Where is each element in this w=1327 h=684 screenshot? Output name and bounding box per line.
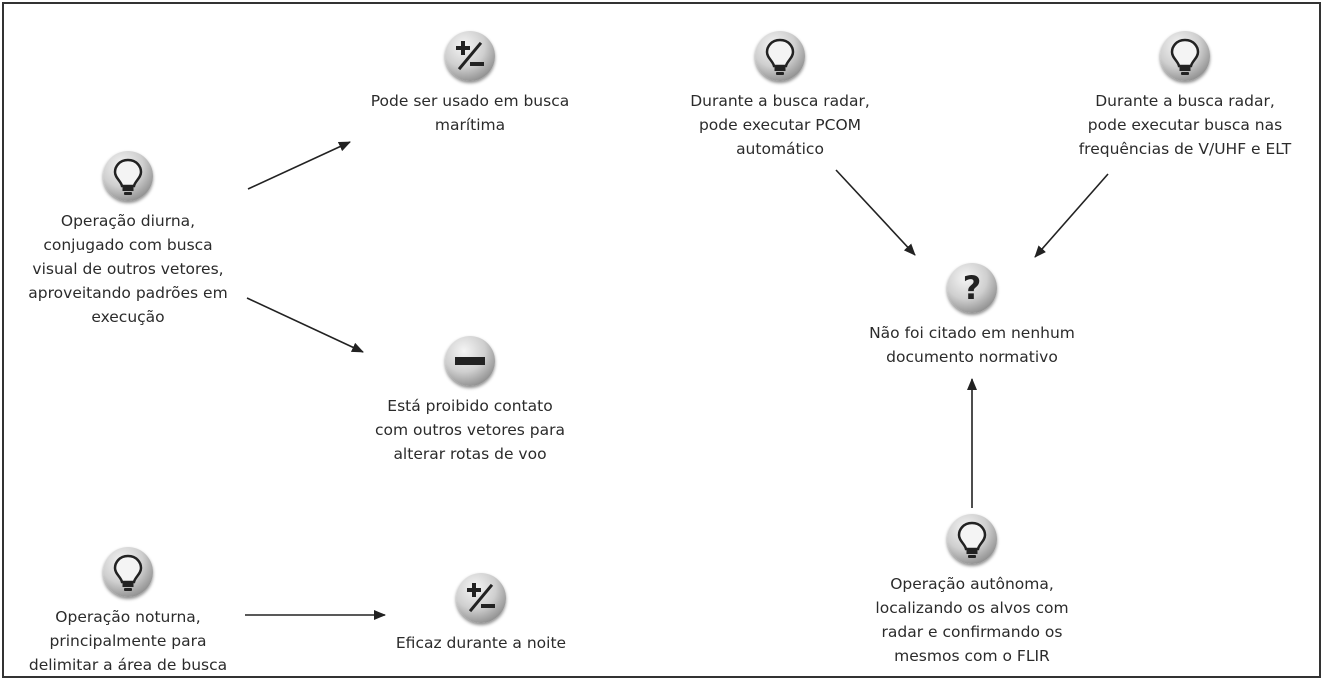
arrow-n3-n5 — [1034, 173, 1109, 258]
arrow-n2-n5 — [835, 169, 916, 256]
plus-minus-icon — [456, 573, 506, 623]
lightbulb-icon — [1160, 31, 1210, 81]
node-busca-radar-pcom: Durante a busca radar, pode executar PCO… — [645, 31, 915, 161]
node-label: Operação autônoma, localizando os alvos … — [875, 575, 1069, 665]
node-label: Eficaz durante a noite — [395, 634, 567, 652]
node-label: Operação noturna, principalmente para de… — [28, 608, 228, 674]
node-label: Está proibido contato com outros vetores… — [375, 397, 565, 463]
lightbulb-icon — [103, 151, 153, 201]
lightbulb-icon — [103, 547, 153, 597]
node-usado-busca-maritima: Pode ser usado em busca marítima — [340, 31, 600, 137]
node-label: Não foi citado em nenhum documento norma… — [869, 324, 1075, 366]
node-operacao-autonoma: Operação autônoma, localizando os alvos … — [842, 514, 1102, 668]
arrow-n4-n6 — [246, 297, 364, 353]
node-proibido-contato: Está proibido contato com outros vetores… — [340, 336, 600, 466]
node-label: Durante a busca radar, pode executar bus… — [1078, 92, 1292, 158]
minus-icon — [445, 336, 495, 386]
node-eficaz-noite: Eficaz durante a noite — [356, 573, 606, 655]
node-label: Durante a busca radar, pode executar PCO… — [690, 92, 870, 158]
lightbulb-icon — [755, 31, 805, 81]
plus-minus-icon — [445, 31, 495, 81]
node-busca-radar-vuhf-elt: Durante a busca radar, pode executar bus… — [1055, 31, 1315, 161]
lightbulb-icon — [947, 514, 997, 564]
node-operacao-diurna: Operação diurna, conjugado com busca vis… — [0, 151, 256, 329]
arrow-n4-n1 — [247, 141, 351, 190]
node-operacao-noturna: Operação noturna, principalmente para de… — [0, 547, 256, 677]
node-label: Operação diurna, conjugado com busca vis… — [28, 212, 228, 326]
svg-text:?: ? — [963, 269, 982, 307]
node-label: Pode ser usado em busca marítima — [370, 92, 570, 134]
node-nao-citado: ? Não foi citado em nenhum documento nor… — [842, 263, 1102, 369]
question-icon: ? — [947, 263, 997, 313]
